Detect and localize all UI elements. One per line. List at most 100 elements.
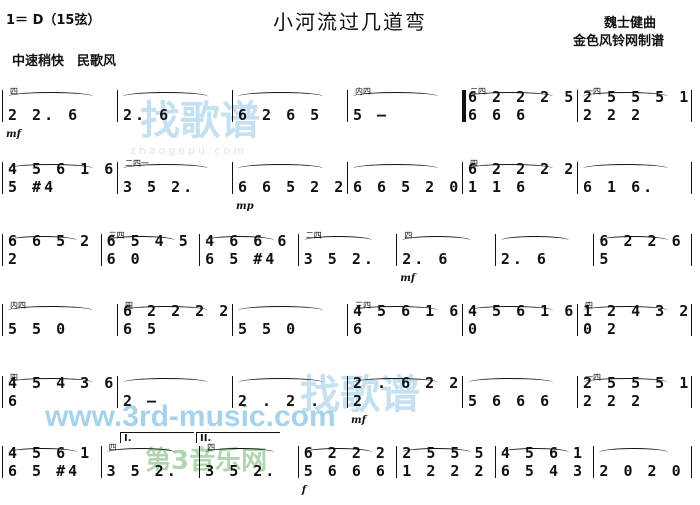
fingering-mark: 四	[585, 301, 593, 310]
note-group: 2 2. 6	[8, 106, 81, 124]
slur-mark	[402, 236, 471, 245]
note-group: 5 6 6 6	[468, 392, 553, 410]
note-group: 2 5 5 5 1 2 2 2	[583, 374, 692, 410]
bar-line	[347, 376, 348, 408]
note-group: 6 6 5 2 2	[238, 178, 347, 196]
slur-mark	[468, 92, 553, 101]
note-group: 5 5 0	[8, 320, 69, 338]
dynamic-marking: mf	[351, 415, 366, 426]
note-group: 4 5 4 3 6 6	[8, 374, 117, 410]
key-signature: 1＝ D（15弦）	[6, 13, 101, 28]
slur-mark	[583, 306, 668, 315]
measure: 2 0 2 0	[593, 444, 692, 484]
slur-mark	[353, 92, 438, 101]
bar-line	[462, 376, 463, 408]
slur-mark	[123, 378, 208, 387]
note-group: 2. 6	[123, 106, 172, 124]
fingering-mark: 三四	[355, 301, 371, 310]
slur-mark	[583, 378, 668, 387]
slur-mark	[238, 92, 323, 101]
note-group: 6 2 2 2 5 6 6 6	[303, 444, 388, 480]
bar-line	[117, 90, 118, 122]
fingering-mark: 二四一	[125, 159, 149, 168]
song-title: 小河流过几道弯	[273, 10, 427, 34]
measure: 内四 5 5 0	[2, 301, 117, 342]
slur-mark	[583, 164, 668, 173]
measure: 4 5 6 1 6 0	[462, 302, 577, 342]
bar-line	[232, 90, 233, 122]
slur-mark	[205, 448, 274, 457]
watermark-zhaogepu-url: zhaogepu.com	[130, 144, 247, 157]
slur-mark	[468, 164, 553, 173]
note-group: 4 5 6 1 6 5 #4	[8, 160, 117, 196]
slur-mark	[106, 448, 176, 457]
fingering-mark: 四	[125, 301, 133, 310]
measure: 4 5 6 1 6 5 #4	[2, 160, 117, 200]
bar-line	[347, 304, 348, 336]
fingering-mark: 四	[10, 87, 18, 96]
note-group: 4 5 6 1 6 0	[468, 302, 577, 338]
bar-line	[117, 162, 118, 194]
bar-line	[691, 376, 692, 408]
volta-bracket: I.	[120, 432, 194, 444]
measure: 6 2 6 5	[232, 88, 347, 128]
note-group: 6 2 2 2 2 1 1 6	[468, 160, 577, 196]
slur-mark	[238, 164, 323, 173]
slur-mark	[468, 378, 553, 387]
bar-line	[593, 234, 595, 266]
note-group: 5 –	[353, 106, 390, 124]
note-group: 6 5 4 5 6 0	[106, 232, 191, 268]
slur-mark	[353, 306, 438, 315]
bar-line	[577, 304, 578, 336]
note-group: 6 1 6.	[583, 178, 656, 196]
slur-mark	[8, 448, 77, 457]
slur-mark	[500, 236, 570, 245]
measure: 2. 6	[117, 88, 232, 128]
fingering-mark: 二四	[470, 87, 486, 96]
bar-line	[100, 234, 102, 266]
note-group: 2 0 2 0	[599, 462, 684, 480]
dynamic-marking: f	[301, 485, 307, 496]
measure: 2 –	[117, 374, 232, 414]
bar-line	[2, 446, 3, 478]
measure: 4 5 6 1 6 5 4 3	[494, 444, 594, 484]
slur-mark	[599, 236, 668, 245]
note-group: 2. 6	[402, 250, 451, 268]
slur-mark	[8, 164, 93, 173]
note-group: 1 2 4 3 2 0 2	[583, 302, 692, 338]
bar-line	[297, 446, 299, 478]
measure: 2. 6	[494, 232, 594, 272]
note-group: 2 . 6 2 2 2	[353, 374, 462, 410]
bar-line	[396, 446, 398, 478]
bar-line	[2, 90, 3, 122]
fingering-mark: 一四	[585, 87, 601, 96]
slur-mark	[106, 236, 176, 245]
slur-mark	[205, 236, 274, 245]
bar-line	[232, 162, 233, 194]
fingering-mark: 四	[207, 443, 216, 452]
note-group: 3 5 2.	[123, 178, 196, 196]
bar-line	[232, 304, 233, 336]
dynamic-marking: mf	[400, 273, 416, 284]
slur-mark	[583, 92, 668, 101]
note-group: 4 5 6 1 6 5 #4	[8, 444, 93, 480]
slur-mark	[402, 448, 471, 457]
slur-mark	[353, 378, 438, 387]
slur-mark	[8, 92, 93, 101]
slur-mark	[238, 306, 323, 315]
note-group: 2 5 5 5 1 2 2 2	[583, 88, 692, 124]
note-group: 2 . 2 .	[238, 392, 323, 410]
measure: 5 6 6 6	[462, 374, 577, 414]
note-group: 6 2 2 2 2 6 5	[123, 302, 232, 338]
fingering-mark: 内四	[10, 301, 26, 310]
measure: 4 6 6 6 6 5 #4	[199, 232, 298, 272]
